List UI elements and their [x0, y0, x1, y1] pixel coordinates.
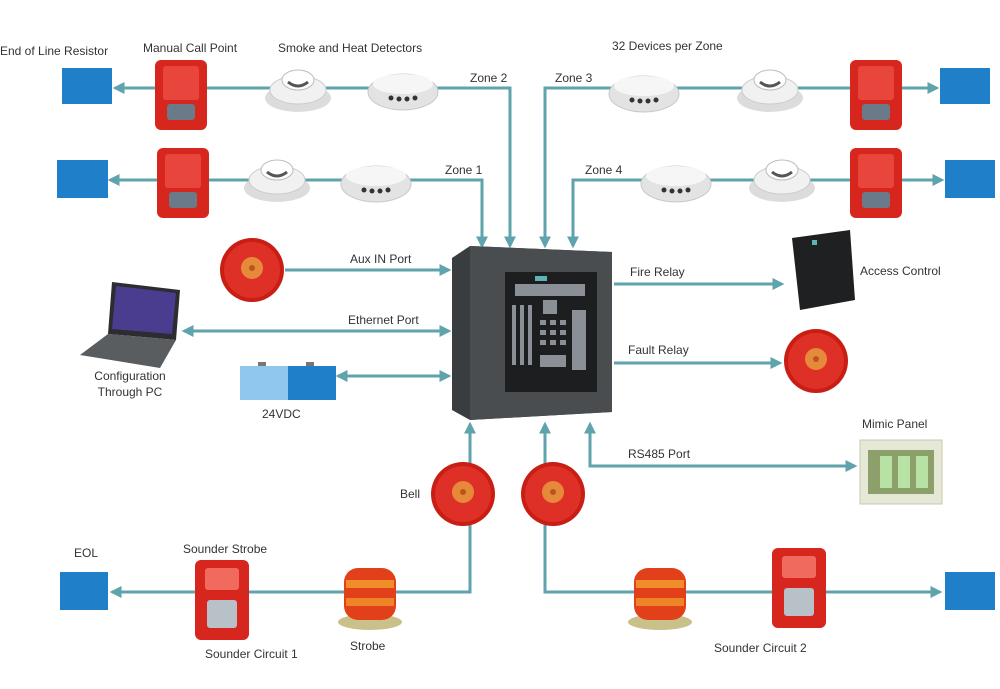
- manual-call-point: [850, 60, 902, 130]
- smoke-detector: [242, 158, 312, 204]
- heat-detector: [340, 165, 412, 203]
- label-access-control: Access Control: [860, 264, 941, 278]
- label-devices-per-zone: 32 Devices per Zone: [612, 39, 723, 53]
- label-mimic-panel: Mimic Panel: [862, 417, 927, 431]
- laptop: [80, 282, 180, 368]
- label-ethernet: Ethernet Port: [348, 313, 419, 327]
- eol-resistor-zone3: [940, 68, 990, 104]
- label-config-pc-1: Configuration: [94, 369, 165, 383]
- bell: [431, 462, 495, 526]
- label-zone2: Zone 2: [470, 71, 508, 85]
- battery-24vdc: [240, 362, 336, 400]
- label-eol: EOL: [74, 546, 98, 560]
- strobe: [628, 568, 692, 630]
- smoke-detector: [735, 68, 805, 114]
- label-sounder-strobe: Sounder Strobe: [183, 542, 267, 556]
- label-zone4: Zone 4: [585, 163, 623, 177]
- eol-resistor-zone4: [945, 160, 995, 198]
- eol-resistor-zone2: [62, 68, 112, 104]
- label-aux-in: Aux IN Port: [350, 252, 412, 266]
- label-24vdc: 24VDC: [262, 407, 301, 421]
- fire-alarm-control-panel: [452, 246, 612, 420]
- label-eol-resistor: End of Line Resistor: [0, 44, 108, 58]
- strobe: [338, 568, 402, 630]
- label-strobe: Strobe: [350, 639, 386, 653]
- label-fault-relay: Fault Relay: [628, 343, 689, 357]
- manual-call-point: [157, 148, 209, 218]
- heat-detector: [367, 73, 439, 111]
- sounder-strobe: [772, 548, 826, 628]
- label-config-pc-2: Through PC: [98, 385, 163, 399]
- label-zone1: Zone 1: [445, 163, 483, 177]
- bell: [521, 462, 585, 526]
- eol-sounder-circuit1: [60, 572, 108, 610]
- aux-bell: [220, 238, 284, 302]
- label-zone3: Zone 3: [555, 71, 593, 85]
- heat-detector: [640, 165, 712, 203]
- eol-sounder-circuit2: [945, 572, 995, 610]
- label-rs485: RS485 Port: [628, 447, 691, 461]
- heat-detector: [608, 75, 680, 113]
- eol-resistor-zone1: [57, 160, 108, 198]
- label-smoke-heat: Smoke and Heat Detectors: [278, 41, 422, 55]
- label-sounder-circuit2: Sounder Circuit 2: [714, 641, 807, 655]
- fault-bell: [784, 329, 848, 393]
- mimic-panel: [859, 439, 943, 505]
- manual-call-point: [155, 60, 207, 130]
- access-control-unit: [792, 230, 855, 310]
- smoke-detector: [747, 158, 817, 204]
- label-fire-relay: Fire Relay: [630, 265, 685, 279]
- label-sounder-circuit1: Sounder Circuit 1: [205, 647, 298, 661]
- sounder-strobe: [195, 560, 249, 640]
- smoke-detector: [263, 68, 333, 114]
- labels: End of Line Resistor Manual Call Point S…: [0, 39, 941, 661]
- manual-call-point: [850, 148, 902, 218]
- label-bell: Bell: [400, 487, 420, 501]
- label-manual-call-point: Manual Call Point: [143, 41, 238, 55]
